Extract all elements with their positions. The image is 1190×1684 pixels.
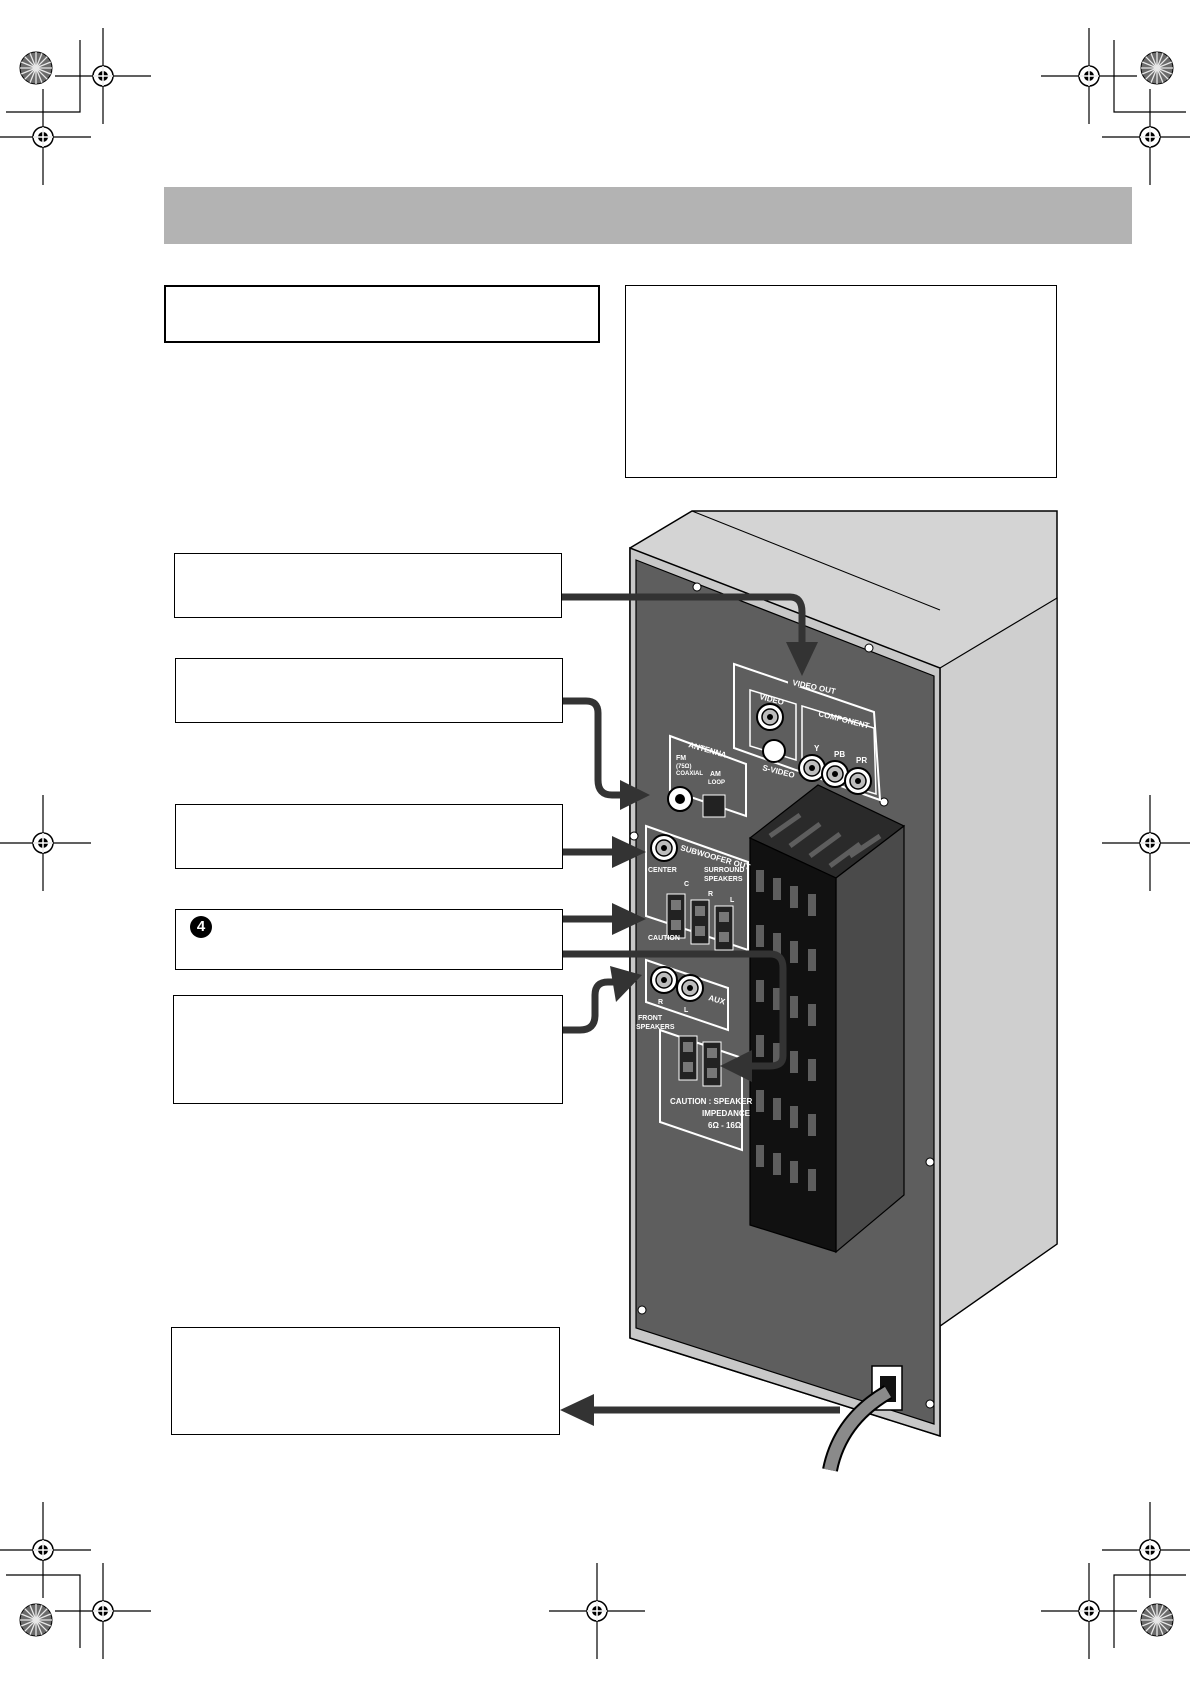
- component-y-label: Y: [814, 744, 820, 753]
- note-box: [625, 285, 1057, 478]
- section-header-bar: [164, 187, 1132, 244]
- component-pb-label: PB: [834, 750, 845, 759]
- center-label: CENTER: [648, 867, 677, 874]
- am-loop-terminal: [702, 794, 726, 818]
- fm-sub-label: (75Ω): [676, 764, 691, 770]
- callout-subwoofer: [175, 804, 563, 869]
- caution-label-1: CAUTION : SPEAKER: [670, 1097, 752, 1106]
- surround-label-2: SPEAKERS: [704, 876, 743, 883]
- callout-power-cord: [171, 1327, 560, 1435]
- heatsink: [748, 784, 906, 1254]
- callout-speakers: 4: [175, 909, 563, 970]
- component-pr-label: PR: [856, 756, 867, 765]
- s-video-jack: [762, 739, 786, 763]
- step-number-badge: 4: [190, 916, 212, 938]
- front-speakers-label-2: SPEAKERS: [636, 1024, 675, 1031]
- surround-r-label: R: [708, 891, 713, 898]
- center-c-label: C: [684, 881, 689, 888]
- caution-label-3: 6Ω - 16Ω: [708, 1121, 742, 1130]
- caution-short-label: CAUTION: [648, 935, 680, 942]
- fm-label: FM: [676, 755, 686, 762]
- am-label: AM: [710, 771, 721, 778]
- arrow-heads: [560, 642, 818, 1426]
- am-sub-label: LOOP: [708, 780, 725, 786]
- callout-antenna: [175, 658, 563, 723]
- surround-label-1: SURROUND: [704, 867, 744, 874]
- crop-lines: [6, 40, 1186, 1648]
- aux-l-label: L: [684, 1007, 689, 1014]
- arrow-icon: [562, 593, 840, 1414]
- callout-aux: [173, 995, 563, 1104]
- caution-label-2: IMPEDANCE: [702, 1109, 751, 1118]
- surround-l-label: L: [730, 897, 735, 904]
- fm-sub2-label: COAXIAL: [676, 771, 703, 777]
- front-speakers-label-1: FRONT: [638, 1015, 663, 1022]
- caution-title-box: [164, 285, 600, 343]
- power-inlet: [822, 1365, 903, 1472]
- aux-r-label: R: [658, 999, 663, 1006]
- callout-video-out: [174, 553, 562, 618]
